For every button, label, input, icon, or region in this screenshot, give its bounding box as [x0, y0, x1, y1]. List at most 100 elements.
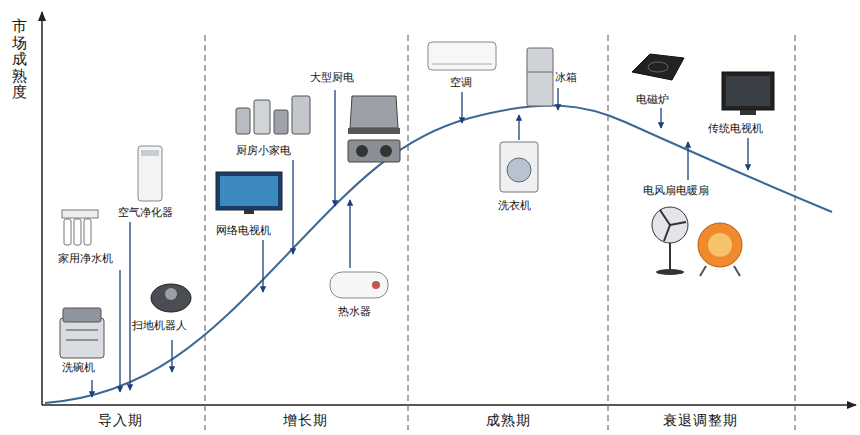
network-tv-icon-part — [216, 172, 282, 210]
electric-fan-icon-part — [652, 207, 688, 243]
air-conditioner-icon-part — [432, 64, 492, 65]
range-hood-icon — [348, 96, 400, 162]
phase-label: 导入期 — [98, 412, 143, 429]
water-purifier-icon-part — [84, 219, 91, 245]
product-label: 厨房小家电 — [236, 144, 291, 157]
refrigerator-icon-part — [527, 72, 553, 73]
phase-dividers-part — [795, 35, 796, 430]
product-label: 网络电视机 — [216, 224, 271, 237]
leader-lines-part — [262, 240, 263, 292]
y-axis — [41, 12, 43, 405]
air-purifier-icon-part — [141, 150, 159, 156]
product-label: 电磁炉 — [636, 93, 669, 106]
leader-lines-part — [461, 92, 462, 123]
leader-lines-part — [747, 138, 748, 170]
robot-vacuum-icon — [151, 284, 191, 312]
electric-heater-icon-part — [700, 266, 706, 276]
traditional-tv-icon — [722, 72, 774, 115]
water-heater-icon — [330, 272, 388, 298]
dishwasher-icon-part — [66, 340, 98, 341]
product-label: 洗衣机 — [498, 199, 531, 212]
water-heater-icon-part — [372, 281, 380, 289]
product-label: 电风扇电暖扇 — [643, 184, 709, 197]
phase-dividers-part — [408, 35, 409, 430]
leader-lines-part — [334, 90, 335, 206]
network-tv-icon — [216, 172, 282, 214]
leader-lines-part — [349, 200, 350, 268]
robot-vacuum-icon-part — [151, 284, 191, 312]
phase-dividers — [205, 35, 795, 430]
induction-cooker-icon-part — [632, 54, 684, 80]
range-hood-icon-part — [380, 145, 392, 157]
washing-machine-icon — [500, 142, 538, 192]
lifecycle-curve — [45, 106, 832, 403]
product-label: 扫地机器人 — [132, 319, 187, 332]
refrigerator-icon-part — [527, 48, 553, 106]
kitchen-appliances-icon-part — [236, 108, 250, 134]
leader-lines-part — [660, 108, 661, 128]
washing-machine-icon-part — [507, 158, 531, 182]
water-purifier-icon — [62, 210, 98, 245]
water-purifier-icon-part — [62, 210, 98, 218]
product-label: 洗碗机 — [62, 361, 95, 374]
product-label: 家用净水机 — [58, 252, 113, 265]
traditional-tv-icon-part — [726, 76, 770, 106]
water-heater-icon-part — [330, 272, 388, 298]
water-purifier-icon-part — [64, 219, 71, 245]
product-label: 大型厨电 — [310, 71, 354, 84]
leader-lines-part — [292, 160, 293, 254]
network-tv-icon-part — [220, 176, 278, 206]
electric-fan-icon — [652, 207, 688, 275]
leader-lines-part — [91, 380, 92, 397]
phase-label: 增长期 — [283, 412, 328, 429]
leader-lines — [92, 88, 748, 397]
product-label: 传统电视机 — [708, 122, 763, 135]
range-hood-icon-part — [348, 140, 400, 162]
dishwasher-icon-part — [63, 308, 101, 322]
air-conditioner-icon — [428, 42, 496, 70]
leader-lines-part — [171, 340, 172, 372]
phase-dividers-part — [205, 35, 206, 430]
dishwasher-icon-part — [60, 318, 104, 358]
dishwasher-icon — [60, 308, 104, 358]
electric-heater-icon-part — [708, 233, 732, 257]
x-axis — [42, 404, 856, 406]
leader-lines-part — [129, 222, 130, 390]
phase-label: 衰退调整期 — [663, 412, 738, 429]
electric-heater-icon-part — [734, 266, 740, 276]
kitchen-appliances-icon-part — [274, 110, 288, 134]
axes — [42, 12, 856, 405]
leader-lines-part — [518, 115, 519, 140]
product-label: 空调 — [450, 76, 472, 89]
range-hood-icon-part — [356, 145, 368, 157]
traditional-tv-icon-part — [740, 110, 756, 115]
robot-vacuum-icon-part — [165, 288, 177, 300]
washing-machine-icon-part — [500, 142, 538, 192]
kitchen-appliances-icon-part — [254, 100, 270, 134]
product-label: 热水器 — [338, 305, 371, 318]
electric-heater-icon-part — [698, 223, 742, 267]
product-label: 冰箱 — [555, 71, 577, 84]
range-hood-icon-part — [350, 96, 398, 128]
network-tv-icon-part — [244, 210, 254, 214]
dishwasher-icon-part — [66, 330, 98, 331]
induction-cooker-icon — [632, 54, 684, 80]
kitchen-appliances-icon-part — [292, 96, 310, 134]
leader-lines-part — [687, 142, 688, 180]
air-conditioner-icon-part — [428, 42, 496, 70]
traditional-tv-icon-part — [722, 72, 774, 110]
kitchen-appliances-icon — [236, 96, 310, 134]
electric-fan-icon-part — [660, 210, 686, 241]
water-purifier-icon-part — [74, 219, 81, 245]
leader-lines-part — [557, 88, 558, 110]
electric-fan-icon-part — [656, 269, 684, 275]
refrigerator-icon — [527, 48, 553, 106]
induction-cooker-icon-part — [648, 62, 668, 72]
electric-heater-icon — [698, 223, 742, 276]
range-hood-icon-part — [348, 128, 400, 134]
product-label: 空气净化器 — [118, 206, 173, 219]
axis-title: 市场成熟度 — [12, 18, 27, 101]
leader-lines-part — [119, 270, 120, 392]
phase-dividers-part — [608, 35, 609, 430]
